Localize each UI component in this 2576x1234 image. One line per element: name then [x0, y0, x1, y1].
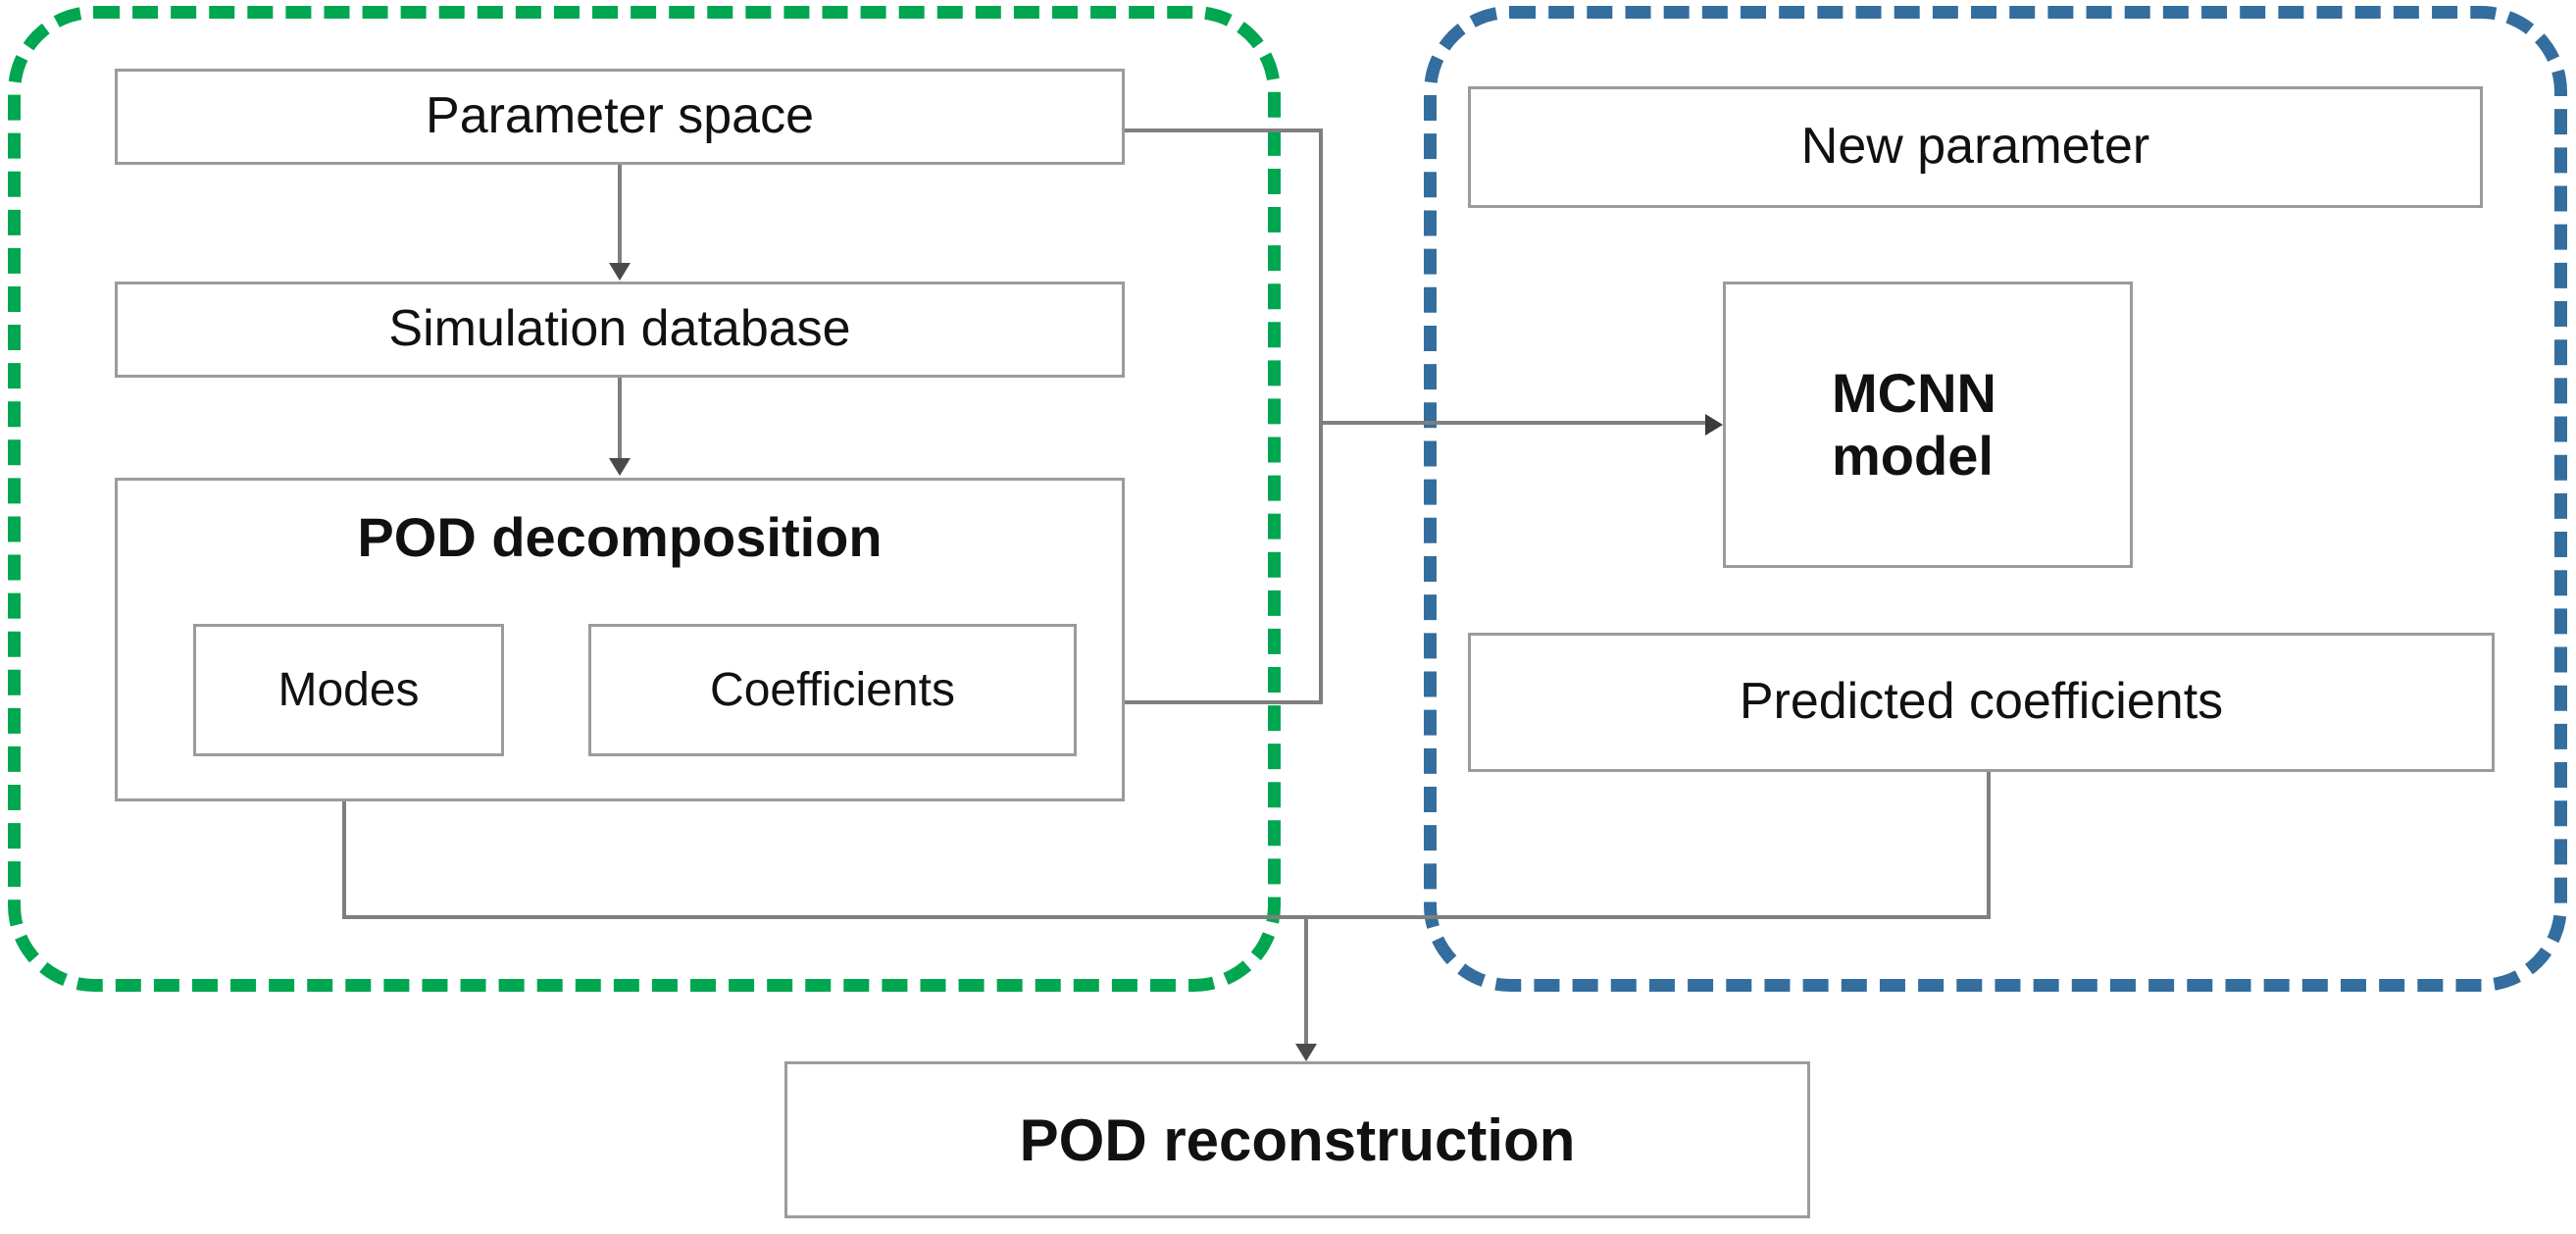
connector-bridge-to-mcnn-model [1319, 421, 1705, 425]
node-simulation-database[interactable]: Simulation database [115, 282, 1125, 378]
node-predicted-coefficients-label: Predicted coefficients [1739, 673, 2224, 731]
node-modes-label: Modes [278, 663, 420, 716]
connector-parameter-space-right-stub [1125, 129, 1323, 132]
node-pod-reconstruction[interactable]: POD reconstruction [784, 1061, 1810, 1218]
node-mcnn-model-label-line2: model [1832, 425, 1994, 487]
connector-parameter-space-to-simulation-database [618, 165, 622, 263]
connector-simulation-database-to-pod-decomposition [618, 378, 622, 458]
node-simulation-database-label: Simulation database [388, 300, 851, 358]
node-modes[interactable]: Modes [193, 624, 504, 756]
online-stage-group [1424, 6, 2567, 992]
arrowhead-into-mcnn-model [1705, 414, 1723, 436]
node-mcnn-model[interactable]: MCNN model [1723, 282, 2133, 568]
node-mcnn-model-label-line1: MCNN [1832, 361, 1996, 424]
node-coefficients[interactable]: Coefficients [588, 624, 1077, 756]
node-pod-decomposition-label: POD decomposition [357, 506, 883, 568]
node-coefficients-label: Coefficients [710, 663, 955, 716]
node-pod-reconstruction-label: POD reconstruction [1019, 1106, 1576, 1173]
offline-stage-group [8, 6, 1281, 992]
connector-predicted-coefficients-down-stub [1987, 772, 1991, 917]
node-mcnn-model-text: MCNN model [1726, 362, 2130, 488]
node-new-parameter[interactable]: New parameter [1468, 86, 2483, 208]
node-parameter-space-label: Parameter space [426, 87, 814, 145]
node-predicted-coefficients[interactable]: Predicted coefficients [1468, 633, 2495, 772]
arrowhead-into-pod-reconstruction [1295, 1044, 1317, 1061]
connector-coefficients-right-stub [1077, 700, 1323, 704]
connector-bridge-vertical-trunk [1319, 129, 1323, 704]
node-parameter-space[interactable]: Parameter space [115, 69, 1125, 165]
connector-modes-down-stub [342, 756, 346, 919]
arrowhead-into-simulation-database [609, 263, 631, 281]
connector-bottom-merge-bus [342, 915, 1991, 919]
node-new-parameter-label: New parameter [1800, 118, 2150, 176]
connector-into-pod-reconstruction [1304, 915, 1308, 1044]
arrowhead-into-pod-decomposition [609, 458, 631, 476]
